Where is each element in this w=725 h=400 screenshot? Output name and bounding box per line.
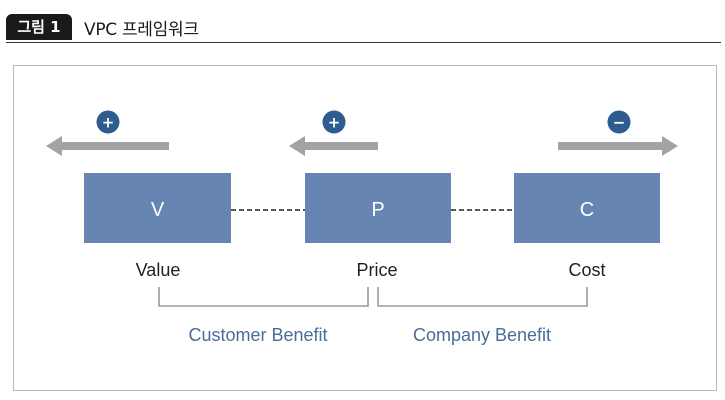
- figure-title: VPC 프레임워크: [84, 19, 199, 40]
- minus-circle-icon: [607, 110, 631, 134]
- price-arrow: [289, 136, 378, 156]
- plus-circle-icon: [322, 110, 346, 134]
- box-letter: P: [371, 199, 384, 221]
- plus-sign-value: +: [96, 110, 120, 134]
- price-box: P: [305, 173, 451, 243]
- box-letter: C: [580, 199, 594, 221]
- company-benefit-label: Company Benefit: [413, 325, 551, 345]
- sign-label: −: [613, 114, 626, 132]
- figure-header: 그림 1 VPC 프레임워크: [6, 14, 199, 40]
- price-label: Price: [356, 260, 397, 280]
- sign-label: +: [328, 114, 341, 132]
- sign-label: +: [102, 114, 115, 132]
- cost-box: C: [514, 173, 660, 243]
- plus-circle-icon: [96, 110, 120, 134]
- company-benefit-bracket: [377, 287, 588, 307]
- cost-arrow: [558, 136, 678, 156]
- customer-benefit-label: Customer Benefit: [188, 325, 327, 345]
- header-rule: [6, 42, 721, 43]
- arrow-left-icon: [46, 136, 62, 156]
- arrow-left-icon: [289, 136, 305, 156]
- figure-badge: 그림 1: [6, 14, 72, 40]
- value-label: Value: [136, 260, 181, 280]
- plus-sign-price: +: [322, 110, 346, 134]
- minus-sign-cost: −: [607, 110, 631, 134]
- arrow-right-icon: [662, 136, 678, 156]
- cost-label: Cost: [568, 260, 605, 280]
- value-box: V: [84, 173, 231, 243]
- box-letter: V: [151, 199, 165, 221]
- value-arrow: [46, 136, 169, 156]
- customer-benefit-bracket: [158, 287, 369, 307]
